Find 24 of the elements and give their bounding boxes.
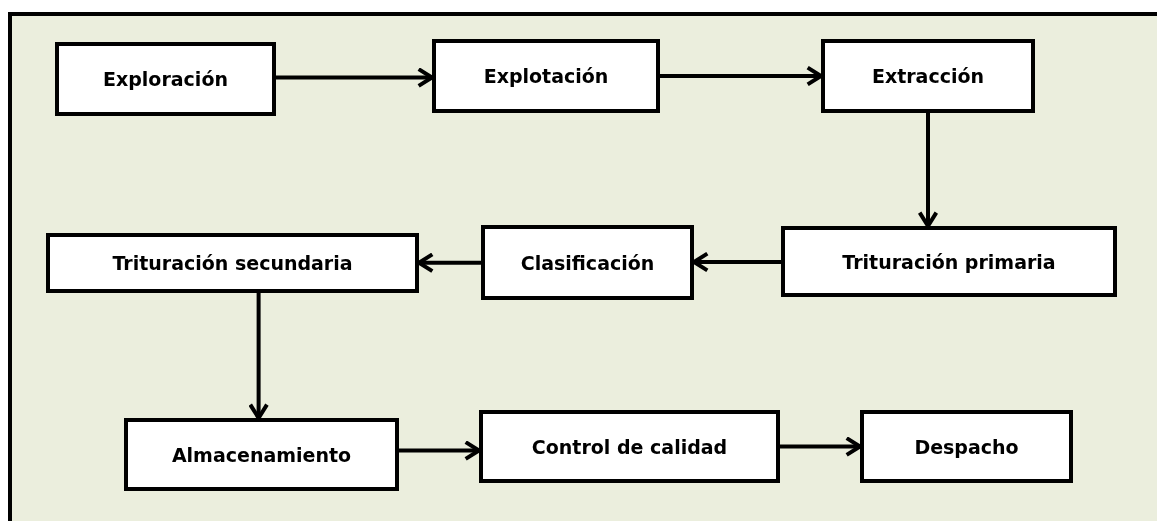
box-label: Control de calidad (531, 435, 728, 458)
process-box (55, 42, 276, 116)
box-label: Despacho (914, 435, 1019, 458)
process-box (860, 410, 1073, 483)
process-box (479, 410, 780, 483)
box-label: Explotación (483, 65, 609, 87)
arrow (660, 65, 823, 87)
box-label: Trituración secundaria (112, 252, 353, 274)
box-label: Almacenamiento (171, 443, 352, 466)
box-label: Clasificación (520, 251, 655, 274)
process-box (781, 226, 1117, 297)
arrow (399, 440, 481, 461)
process-box (481, 225, 694, 300)
arrow (248, 293, 269, 420)
process-box (124, 418, 399, 491)
arrow (917, 113, 939, 228)
box-label: Trituración primaria (842, 250, 1056, 273)
process-box (432, 39, 660, 113)
process-box (821, 39, 1035, 113)
box-label: Extracción (871, 65, 985, 87)
process-box (46, 233, 419, 293)
box-label: Exploración (103, 68, 228, 90)
arrow (780, 436, 862, 457)
arrow (276, 67, 434, 88)
